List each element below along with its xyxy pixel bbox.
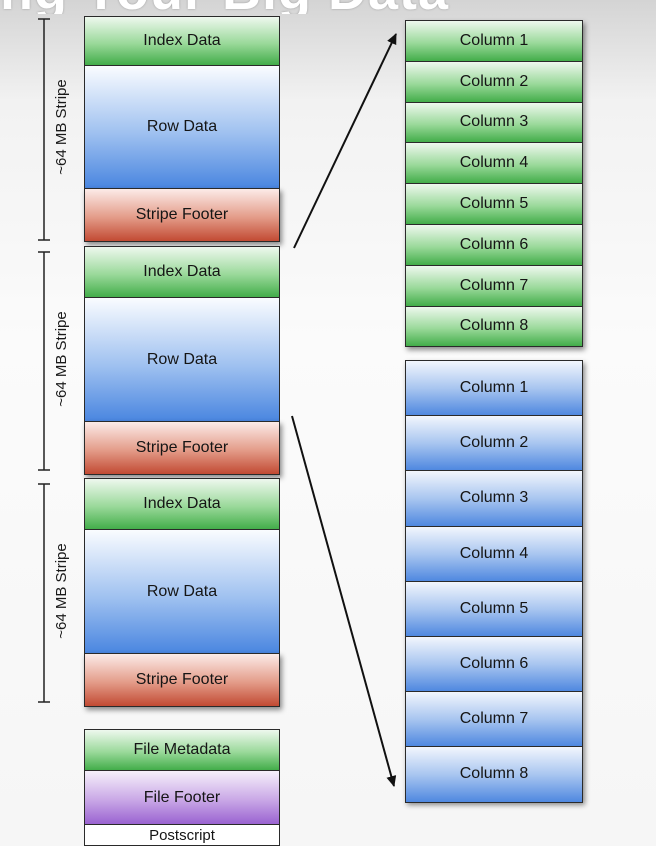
stripe-3-index-data: Index Data [84, 478, 280, 530]
stripe-2-row-data: Row Data [84, 297, 280, 422]
index-column-8: Column 8 [405, 305, 583, 348]
slide-title-fragment: ng Your Big Data [0, 0, 460, 14]
stripe-2-stripe-footer: Stripe Footer [84, 421, 280, 475]
stripe-3-stripe-footer: Stripe Footer [84, 653, 280, 707]
row-column-1: Column 1 [405, 360, 583, 417]
file-metadata: File Metadata [84, 729, 280, 771]
row-column-7: Column 7 [405, 691, 583, 748]
arrow-to-row-columns [291, 415, 397, 787]
index-column-5: Column 5 [405, 183, 583, 225]
stripe-1-bracket [38, 18, 50, 241]
row-column-2: Column 2 [405, 415, 583, 472]
row-column-5: Column 5 [405, 580, 583, 637]
stripe-1-row-data: Row Data [84, 65, 280, 189]
stripe-2-index-data: Index Data [84, 246, 280, 298]
row-column-6: Column 6 [405, 636, 583, 693]
stripe-1-stripe-footer: Stripe Footer [84, 188, 280, 242]
row-column-8: Column 8 [405, 746, 583, 803]
index-column-6: Column 6 [405, 224, 583, 266]
row-column-3: Column 3 [405, 470, 583, 527]
stripe-2-bracket [38, 251, 50, 471]
index-column-4: Column 4 [405, 142, 583, 185]
file-footer: File Footer [84, 770, 280, 825]
stripe-3-bracket [38, 483, 50, 703]
index-column-2: Column 2 [405, 60, 583, 103]
stripe-3-row-data: Row Data [84, 529, 280, 654]
arrow-to-index-columns [293, 33, 397, 249]
index-column-1: Column 1 [405, 20, 583, 62]
